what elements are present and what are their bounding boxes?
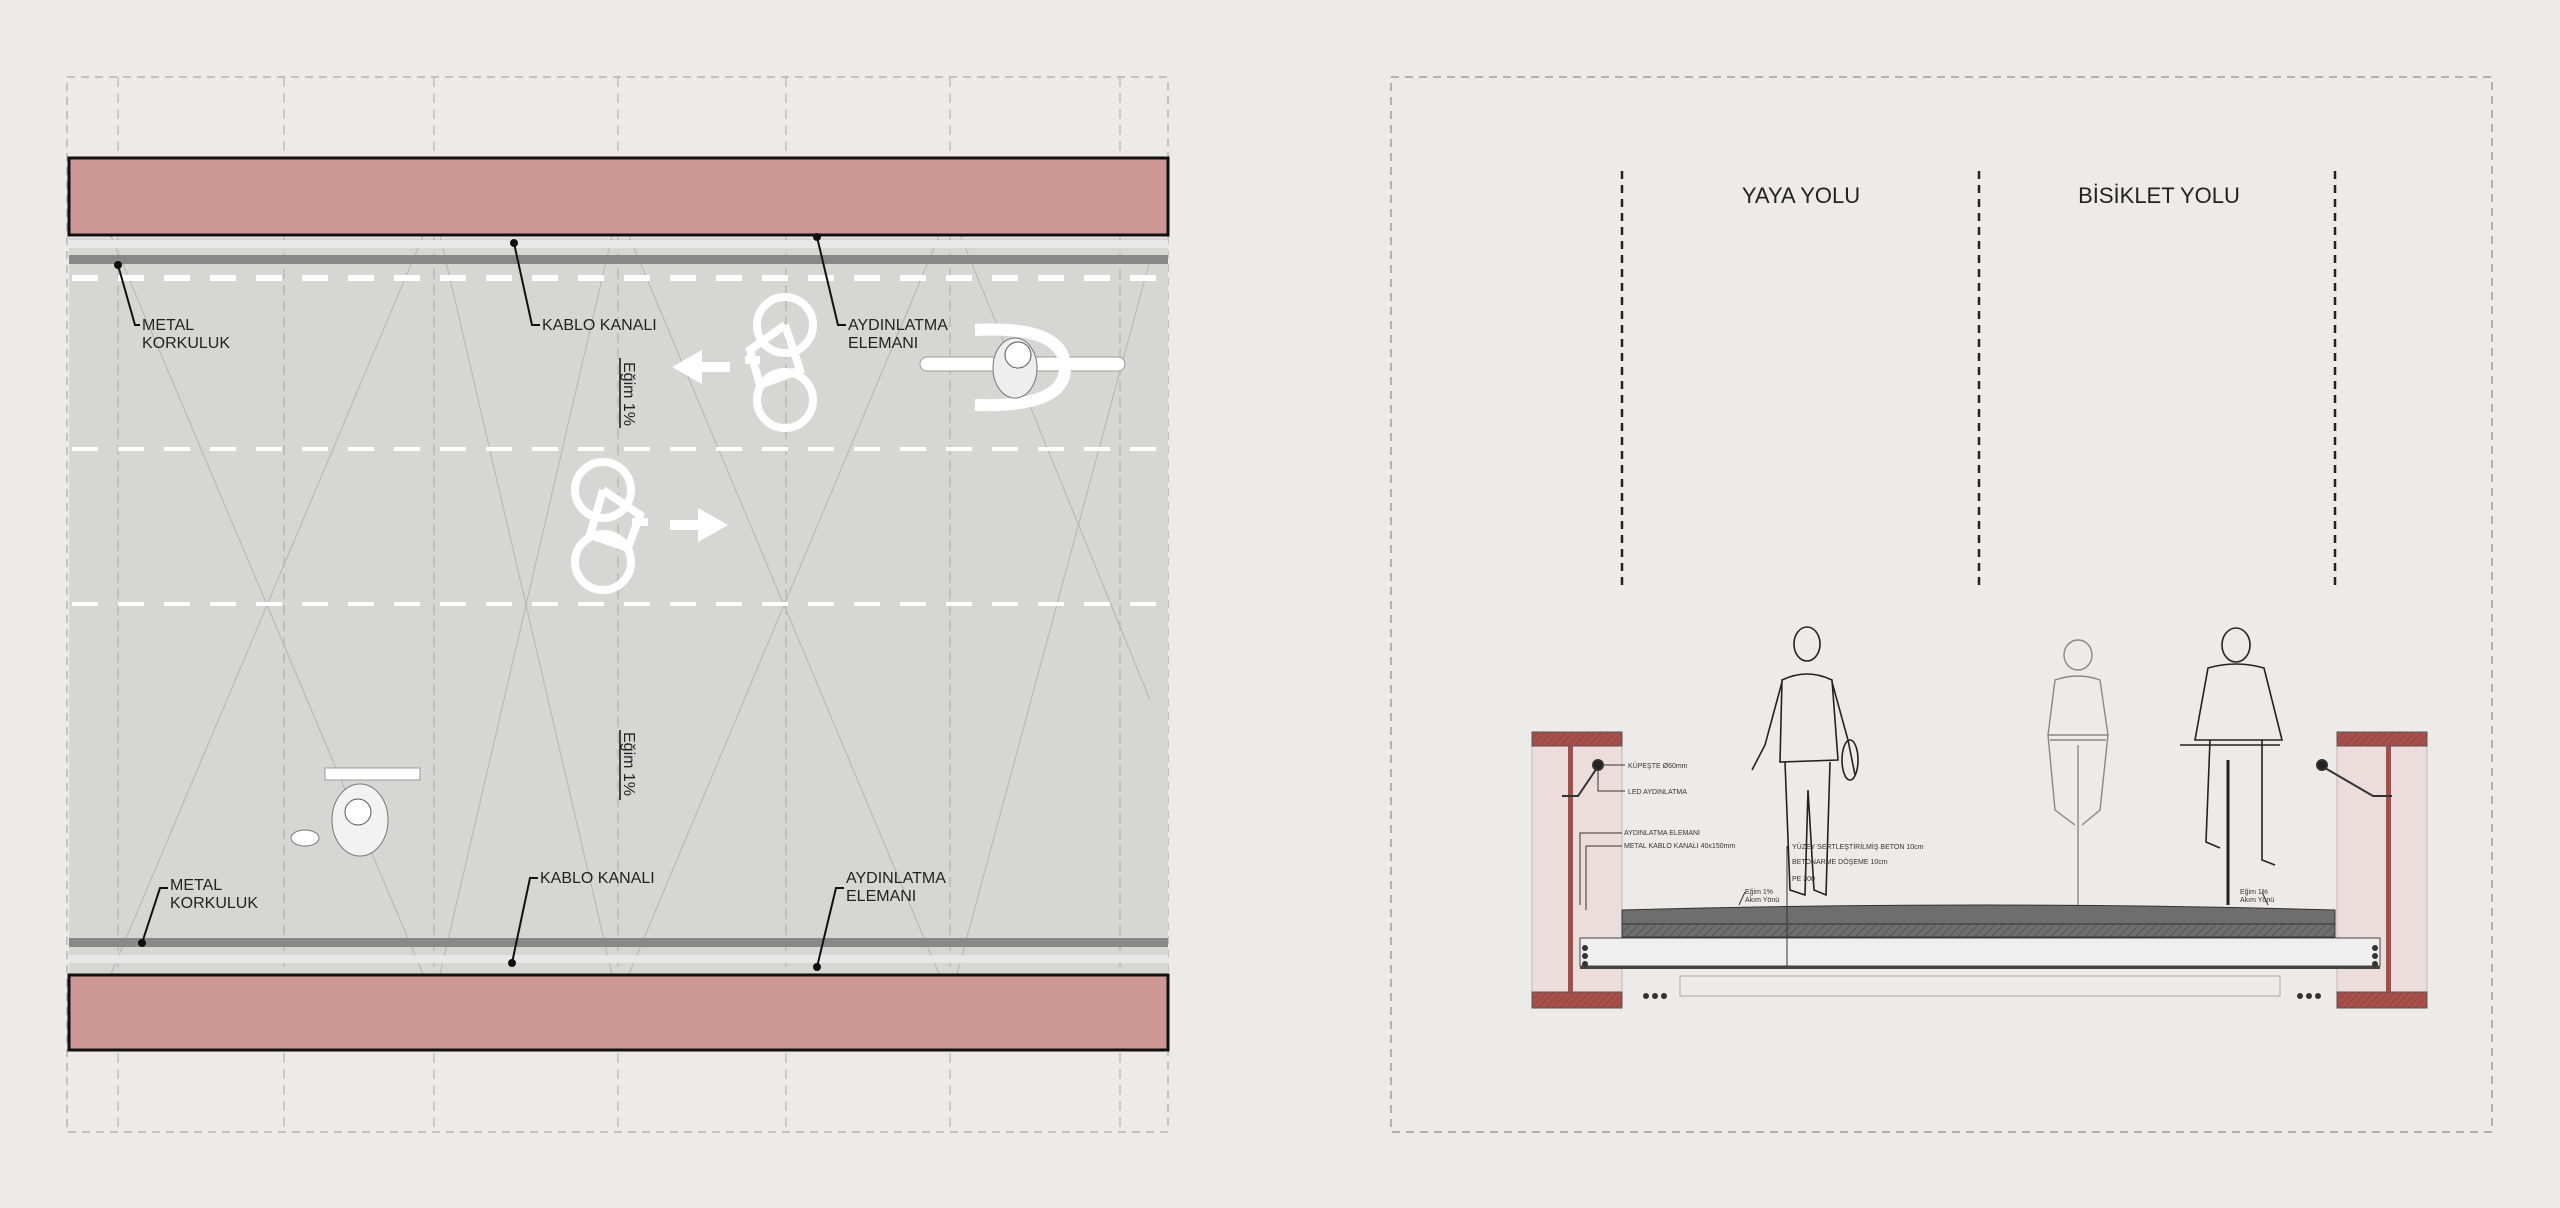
note-slope-right-1: Eğim 1% bbox=[2240, 889, 2268, 896]
deck-beam bbox=[1579, 937, 2381, 967]
metal-railing-bottom bbox=[69, 938, 1168, 947]
note-slab: BETONARME DÖŞEME 10cm bbox=[1792, 858, 1888, 866]
note-slope-right-2: Akım Yönü bbox=[2240, 897, 2274, 904]
bolts-left bbox=[1582, 945, 1667, 999]
bracing-lines bbox=[99, 209, 1151, 1001]
note-handrail: KÜPEŞTE Ø60mm bbox=[1628, 762, 1688, 770]
note-slope-left-1: Eğim 1% bbox=[1745, 889, 1773, 896]
label-metal-korkuluk-bottom-2: KORKULUK bbox=[170, 895, 258, 912]
note-lighting: AYDINLATMA ELEMANI bbox=[1624, 830, 1700, 837]
label-aydinlatma-bottom-1: AYDINLATMA bbox=[846, 870, 946, 887]
rail-top-light bbox=[69, 240, 1168, 248]
note-cable-channel: METAL KABLO KANALI 40x150mm bbox=[1624, 843, 1735, 850]
deck-beam-flange bbox=[1580, 966, 2380, 969]
section-frame bbox=[1390, 76, 2493, 1133]
leaders-top bbox=[114, 233, 846, 326]
cyclist-front-figure bbox=[2047, 639, 2109, 905]
cyclist-back-figure bbox=[2180, 627, 2284, 905]
label-aydinlatma-bottom-2: ELEMANI bbox=[846, 888, 916, 905]
lane-title-pedestrian: YAYA YOLU bbox=[1742, 183, 1860, 208]
arrow-right-icon bbox=[670, 508, 728, 542]
note-pe: PE 300 bbox=[1792, 876, 1815, 883]
note-led: LED AYDINLATMA bbox=[1628, 789, 1687, 796]
bolts-right bbox=[2297, 945, 2378, 999]
rc-slab-layer bbox=[1621, 923, 2336, 938]
lane-dividers bbox=[1620, 171, 2337, 591]
pedestrian-top-view bbox=[290, 767, 421, 857]
section-view: YAYA YOLU BİSİKLET YOLU bbox=[1390, 76, 2493, 1133]
bicycle-symbol-lower bbox=[571, 458, 648, 594]
plan-view: METAL KORKULUK KABLO KANALI AYDINLATMA E… bbox=[66, 76, 1170, 1133]
note-leaders bbox=[1579, 764, 2269, 966]
label-aydinlatma-top-2: ELEMANI bbox=[848, 335, 918, 352]
lane-title-bicycle: BİSİKLET YOLU bbox=[2078, 183, 2240, 208]
parapet-bottom bbox=[67, 973, 1170, 1052]
bicycle-symbol-top bbox=[745, 293, 817, 432]
label-metal-korkuluk-top-2: KORKULUK bbox=[142, 335, 230, 352]
label-metal-korkuluk-bottom-1: METAL bbox=[170, 877, 222, 894]
lower-bracing bbox=[1679, 975, 2281, 997]
handrail-right bbox=[2316, 759, 2392, 797]
label-metal-korkuluk-top-1: METAL bbox=[142, 317, 194, 334]
cyclist-top-view bbox=[919, 323, 1126, 412]
rail-bottom-light bbox=[69, 955, 1168, 963]
note-surface: YÜZEY SERTLEŞTİRİLMİŞ BETON 10cm bbox=[1792, 842, 1924, 851]
leaders-bottom bbox=[138, 877, 844, 971]
note-slope-left-2: Akım Yönü bbox=[1745, 897, 1779, 904]
pedestrian-figure bbox=[1751, 626, 1859, 897]
metal-railing-top bbox=[69, 255, 1168, 264]
slope-label-bottom: Eğim 1% bbox=[620, 732, 637, 796]
surface-concrete-layer bbox=[1621, 904, 2336, 925]
parapet-top bbox=[67, 156, 1170, 237]
slope-label-top: Eğim 1% bbox=[620, 362, 637, 426]
label-kablo-kanali-top: KABLO KANALI bbox=[542, 317, 657, 334]
label-kablo-kanali-bottom: KABLO KANALI bbox=[540, 870, 655, 887]
arrow-left-icon bbox=[672, 350, 730, 384]
label-aydinlatma-top-1: AYDINLATMA bbox=[848, 317, 948, 334]
